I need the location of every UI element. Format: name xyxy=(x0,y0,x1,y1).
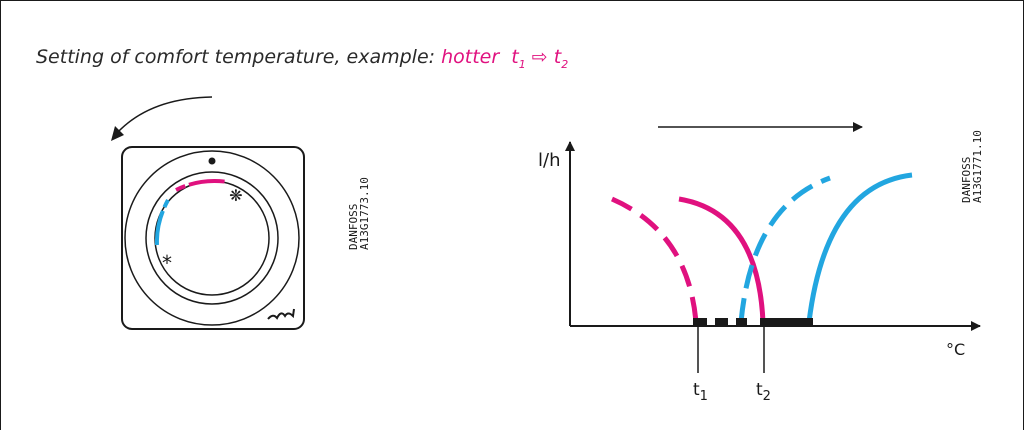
dial-code-number: A13G1773.10 xyxy=(358,177,371,250)
deadband-bar-t1-b xyxy=(715,318,728,326)
cold-scale-arc xyxy=(154,199,170,246)
label-t1: t1 xyxy=(693,380,708,404)
cold-symbol: * xyxy=(162,251,172,275)
dial-housing xyxy=(121,146,305,330)
chart-code-number: A13G1771.10 xyxy=(971,130,984,203)
deadband-bar-t1-a xyxy=(693,318,707,326)
danfoss-logo xyxy=(267,308,295,320)
dial-marker-dot xyxy=(208,157,216,165)
hot-scale-arc xyxy=(175,179,229,192)
rotate-arrow xyxy=(111,96,213,141)
figure-heading: Setting of comfort temperature, example:… xyxy=(36,46,568,71)
hot-symbol: ❋ xyxy=(229,186,242,205)
dial-code-brand: DANFOSS xyxy=(347,204,360,250)
dial-outer-ring xyxy=(124,150,300,326)
y-axis-label: l/h xyxy=(538,150,560,171)
x-axis-label: °C xyxy=(946,340,965,359)
cold-curve-t2-solid xyxy=(806,172,913,323)
deadband-bar-t2 xyxy=(760,318,813,326)
hot-curve-t2-solid xyxy=(678,196,766,323)
chart-code-brand: DANFOSS xyxy=(960,157,973,203)
cold-curve-t1-dashed xyxy=(738,175,831,323)
heading-arrow: ⇨ xyxy=(531,46,548,68)
dial-knob xyxy=(154,180,270,296)
deadband-bar-t1-c xyxy=(736,318,747,326)
flow-chart: l/h °C t1 t2 xyxy=(538,122,981,404)
label-t2: t2 xyxy=(756,380,771,404)
hot-curve-t1-dashed xyxy=(611,196,699,323)
dial-ring xyxy=(145,171,279,305)
heading-highlight: hotter t1 ⇨ t2 xyxy=(441,46,569,71)
thermostat-dial: ❋ * xyxy=(121,146,305,330)
heading-prefix: Setting of comfort temperature, example: xyxy=(36,46,442,68)
